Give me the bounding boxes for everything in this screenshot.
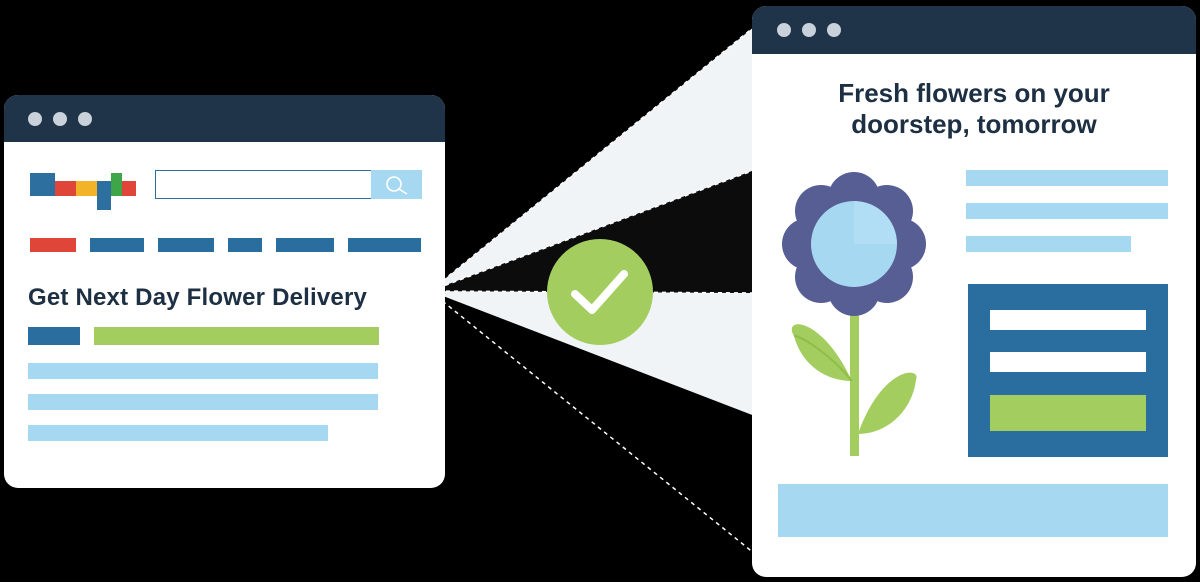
ad-description-line: [28, 394, 378, 410]
window-control-dot: [53, 112, 67, 126]
ad-description-line: [28, 425, 328, 441]
form-input-field[interactable]: [990, 352, 1146, 372]
body-text-line: [966, 170, 1168, 186]
body-text-line: [966, 203, 1168, 219]
nav-tab-active[interactable]: [30, 238, 76, 252]
headline-line: doorstep, tomorrow: [851, 109, 1097, 139]
window-control-dot: [78, 112, 92, 126]
landing-page-window: Fresh flowers on your doorstep, tomorrow: [752, 6, 1196, 577]
headline-line: Fresh flowers on your: [838, 78, 1110, 108]
footer-banner: [778, 484, 1168, 537]
checkmark-icon: [547, 239, 653, 345]
ad-description-line: [28, 363, 378, 379]
search-icon: [385, 175, 407, 195]
ad-display-url[interactable]: [94, 327, 379, 345]
form-submit-button[interactable]: [990, 395, 1146, 431]
search-results-window: Get Next Day Flower Delivery: [4, 95, 445, 488]
form-input-field[interactable]: [990, 310, 1146, 330]
order-form: [968, 284, 1168, 457]
nav-tab[interactable]: [348, 238, 421, 252]
window-titlebar: [752, 6, 1196, 54]
nav-tab[interactable]: [228, 238, 262, 252]
search-button[interactable]: [371, 170, 422, 199]
nav-tab[interactable]: [158, 238, 214, 252]
window-control-dot: [802, 23, 816, 37]
nav-tab[interactable]: [90, 238, 144, 252]
window-control-dot: [28, 112, 42, 126]
ad-label-badge: [28, 327, 80, 345]
landing-headline: Fresh flowers on your doorstep, tomorrow: [772, 78, 1176, 140]
body-text-line: [966, 236, 1131, 252]
window-control-dot: [827, 23, 841, 37]
window-titlebar: [4, 95, 445, 142]
nav-tab[interactable]: [276, 238, 334, 252]
ad-result-title[interactable]: Get Next Day Flower Delivery: [28, 284, 368, 311]
flower-illustration: [782, 172, 926, 456]
window-control-dot: [777, 23, 791, 37]
